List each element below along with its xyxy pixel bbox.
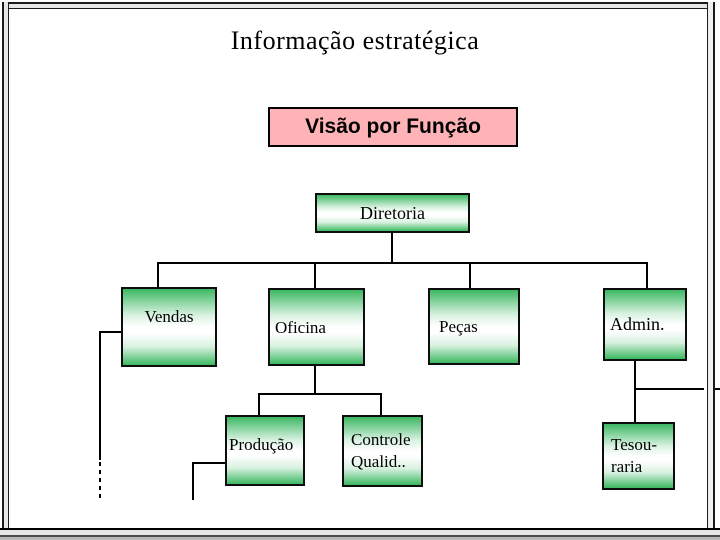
connector-drop-admin [646, 262, 648, 289]
org-node-label-line1: Tesou- [611, 435, 658, 454]
org-node-tesouraria: Tesou- raria [602, 422, 675, 490]
banner-visao-por-funcao: Visão por Função [268, 107, 518, 147]
org-node-label: Peças [439, 317, 478, 336]
slide-frame-left [2, 2, 9, 535]
connector-left-vertical-dashed [99, 462, 101, 498]
slide-title: Informação estratégica [230, 26, 480, 55]
connector-oficina-bracket [258, 393, 382, 395]
org-node-label-line2: Qualid.. [351, 452, 406, 471]
connector-admin-right-branch [634, 388, 704, 390]
slide-frame-right [707, 2, 715, 535]
connector-left-vertical [99, 331, 101, 460]
org-node-label: Produção [229, 435, 294, 454]
connector-drop-vendas [157, 262, 159, 288]
org-node-label: Vendas [144, 307, 194, 326]
slide-frame-bottom-edge [0, 537, 720, 540]
connector-producao-left-horizontal [192, 462, 226, 464]
connector-vendas-left-stub [99, 331, 122, 333]
banner-label: Visão por Função [305, 115, 481, 138]
connector-drop-producao [258, 393, 260, 415]
org-node-controle-qualidade: Controle Qualid.. [342, 415, 423, 487]
connector-drop-controle [380, 393, 382, 415]
org-node-label: Oficina [275, 317, 326, 337]
org-node-label: Diretoria [360, 202, 425, 223]
org-node-pecas: Peças [428, 288, 520, 365]
org-node-vendas: Vendas [121, 287, 217, 367]
org-node-label-line1: Controle [351, 430, 411, 449]
connector-oficina-stem [314, 366, 316, 395]
slide-frame-bottom [0, 528, 720, 537]
connector-diretoria-stem [391, 233, 393, 264]
connector-drop-oficina [314, 262, 316, 289]
org-node-label: Admin. [610, 314, 665, 334]
org-node-producao: Produção [225, 415, 305, 486]
connector-level1-horizontal [157, 262, 648, 264]
connector-producao-left-vertical [192, 462, 194, 500]
connector-admin-stem [634, 361, 636, 422]
slide-frame-top [2, 2, 715, 9]
connector-drop-pecas [469, 262, 471, 289]
org-node-label-line2: raria [611, 457, 643, 476]
org-node-diretoria: Diretoria [315, 193, 470, 233]
connector-admin-right-branch-offslide [715, 388, 720, 390]
org-node-oficina: Oficina [268, 288, 365, 366]
org-node-admin: Admin. [603, 288, 687, 361]
